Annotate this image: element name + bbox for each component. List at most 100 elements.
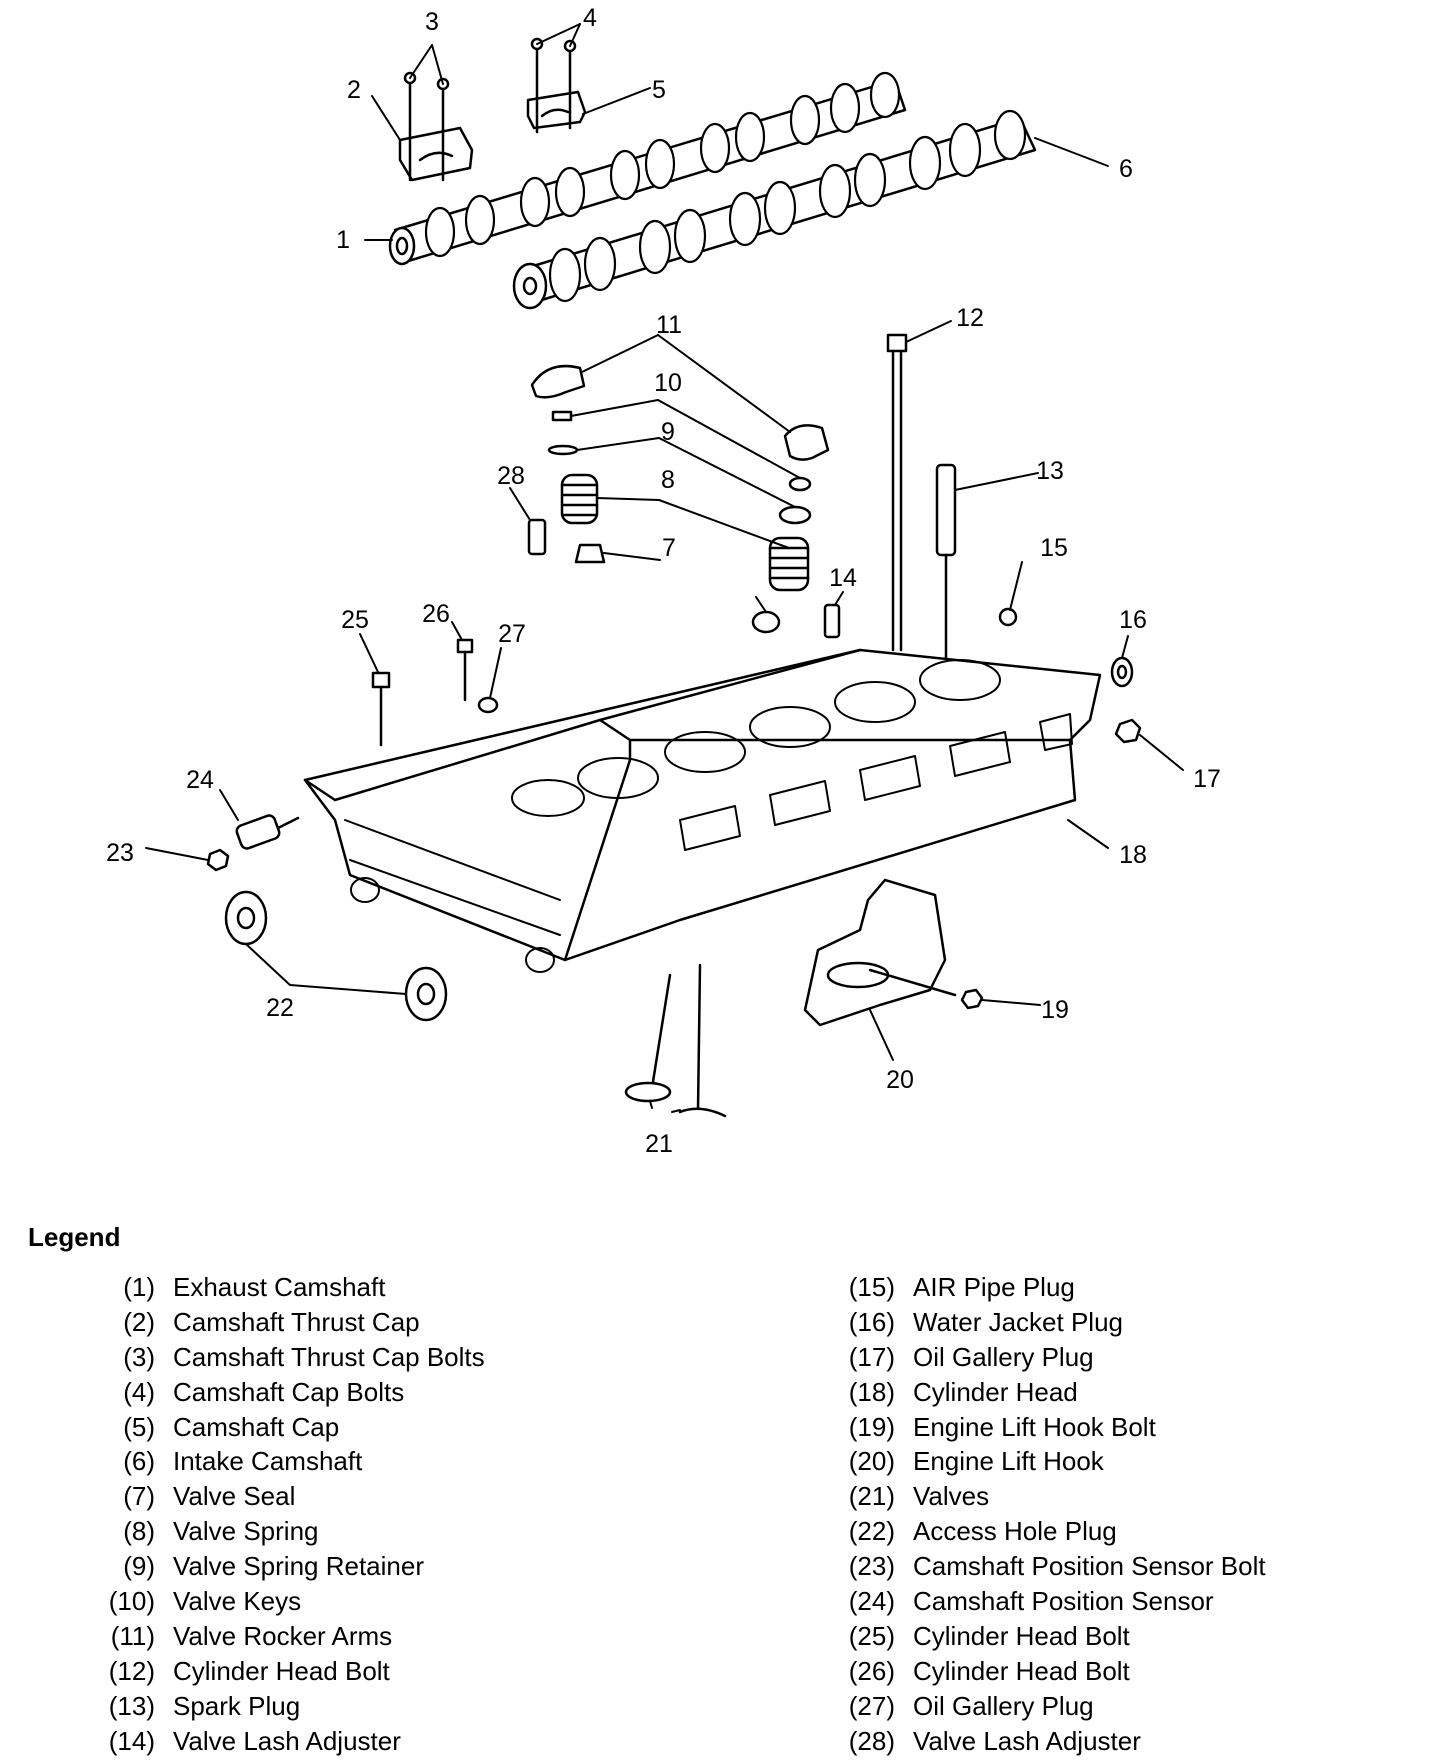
- camshaft-position-sensor: [235, 814, 300, 850]
- legend-number: (12): [108, 1655, 155, 1686]
- legend-number: (10): [108, 1586, 155, 1617]
- legend-item-20: (20) Engine Lift Hook: [800, 1444, 1266, 1479]
- legend-label: Cylinder Head: [913, 1376, 1078, 1407]
- legend-number: (2): [123, 1306, 155, 1337]
- exhaust-camshaft: [388, 71, 907, 266]
- legend-label: AIR Pipe Plug: [913, 1272, 1075, 1302]
- callout-14: 14: [829, 564, 857, 592]
- legend-item-3: (3) Camshaft Thrust Cap Bolts: [60, 1340, 485, 1375]
- callout-25: 25: [341, 606, 369, 634]
- valves: [624, 963, 727, 1118]
- legend-label: Valve Lash Adjuster: [173, 1725, 401, 1756]
- legend-number: (27): [848, 1690, 895, 1721]
- legend-label: Cylinder Head Bolt: [173, 1655, 390, 1686]
- legend-item-5: (5)Camshaft Cap: [60, 1410, 485, 1445]
- valve-springs: [560, 473, 810, 592]
- legend-label: Intake Camshaft: [173, 1446, 363, 1477]
- callout-18: 18: [1119, 841, 1147, 869]
- callout-13: 13: [1036, 457, 1064, 485]
- camshaft-thrust-cap: [398, 126, 474, 182]
- callout-28: 28: [497, 462, 525, 490]
- legend-label: Spark Plug: [173, 1690, 301, 1721]
- legend-number: (20): [848, 1446, 895, 1477]
- legend-number: (11): [110, 1620, 155, 1651]
- legend-label: Valve Lash Adjuster: [913, 1725, 1141, 1756]
- cylinder-head: [303, 648, 1102, 973]
- legend-label: Valve Spring Retainer: [173, 1551, 424, 1582]
- legend-column-left: (1)Exhaust Camshaft (2) Camshaft Thrust C…: [60, 1270, 485, 1758]
- legend-label: Valve Keys: [173, 1586, 302, 1617]
- callout-12: 12: [956, 304, 984, 332]
- legend-number: (1): [123, 1272, 155, 1302]
- callout-22: 22: [266, 994, 294, 1022]
- legend-item-11: (11) Valve Rocker Arms: [60, 1619, 485, 1654]
- legend-number: (3): [123, 1341, 155, 1372]
- legend-item-27: (27) Oil Gallery Plug: [800, 1689, 1266, 1724]
- legend-number: (7): [123, 1481, 155, 1512]
- legend-number: (28): [848, 1725, 895, 1756]
- exploded-view-diagram: 1 2 3 4 5 6 7 8 9 10 11 12 13 14 15 16 1…: [106, 4, 1221, 1158]
- legend-number: (6): [123, 1446, 155, 1477]
- legend-number: (24): [848, 1586, 895, 1617]
- engine-lift-hook-bolt: [868, 968, 984, 1010]
- legend-item-15: (15) AIR Pipe Plug: [800, 1270, 1266, 1305]
- legend-label: Engine Lift Hook: [913, 1446, 1104, 1477]
- callout-leaders: [145, 23, 1184, 1113]
- access-hole-plugs: [224, 890, 448, 1022]
- legend-number: (19): [848, 1411, 895, 1442]
- water-jacket-plug: [1110, 656, 1134, 688]
- valve-seals: [574, 543, 781, 634]
- legend-label: Water Jacket Plug: [913, 1306, 1124, 1337]
- legend-label: Cylinder Head Bolt: [913, 1655, 1130, 1686]
- legend-number: (25): [848, 1620, 895, 1651]
- valve-lash-adjusters: [527, 518, 841, 639]
- legend-item-4: (4)Camshaft Cap Bolts: [60, 1375, 485, 1410]
- left-cylinder-head-bolts: [371, 638, 499, 747]
- legend-number: (8): [123, 1516, 155, 1547]
- callout-16: 16: [1119, 606, 1147, 634]
- legend-label: Camshaft Thrust Cap Bolts: [173, 1341, 485, 1372]
- callout-7: 7: [662, 534, 676, 562]
- legend-label: Camshaft Cap: [173, 1411, 340, 1442]
- valve-rocker-arms: [530, 364, 830, 461]
- legend-number: (14): [108, 1725, 155, 1756]
- intake-camshaft: [512, 109, 1037, 310]
- legend-number: (15): [848, 1272, 895, 1302]
- legend-item-16: (16) Water Jacket Plug: [800, 1305, 1266, 1340]
- legend-title: Legend: [28, 1222, 121, 1252]
- legend-number: (21): [848, 1481, 895, 1512]
- callout-23: 23: [106, 839, 134, 867]
- legend-item-10: (10) Valve Keys: [60, 1584, 485, 1619]
- cylinder-head-bolt-long: [886, 333, 908, 652]
- legend-item-19: (19)Engine Lift Hook Bolt: [800, 1410, 1266, 1445]
- callout-5: 5: [652, 76, 666, 104]
- callout-1: 1: [336, 226, 350, 254]
- legend-column-right: (15)AIR Pipe Plug (16)Water Jacket Plug …: [800, 1270, 1266, 1758]
- legend-item-21: (21)Valves: [800, 1479, 1266, 1514]
- legend-item-8: (8)Valve Spring: [60, 1514, 485, 1549]
- legend-item-28: (28) Valve Lash Adjuster: [800, 1724, 1266, 1759]
- spark-plug: [935, 463, 957, 692]
- oil-gallery-plug: [1114, 718, 1142, 744]
- camshaft-position-sensor-bolt: [206, 848, 230, 872]
- callout-26: 26: [422, 600, 450, 628]
- callout-15: 15: [1040, 534, 1068, 562]
- callout-24: 24: [186, 766, 214, 794]
- legend-label: Valve Rocker Arms: [173, 1620, 393, 1651]
- legend-item-17: (17)Oil Gallery Plug: [800, 1340, 1266, 1375]
- legend-label: Camshaft Position Sensor Bolt: [913, 1551, 1266, 1582]
- callout-19: 19: [1041, 996, 1069, 1024]
- legend-label: Access Hole Plug: [913, 1516, 1117, 1547]
- legend-label: Cylinder Head Bolt: [913, 1620, 1130, 1651]
- legend-item-25: (25) Cylinder Head Bolt: [800, 1619, 1266, 1654]
- legend-item-1: (1)Exhaust Camshaft: [60, 1270, 485, 1305]
- callout-2: 2: [347, 76, 361, 104]
- legend-label: Oil Gallery Plug: [913, 1690, 1094, 1721]
- legend-number: (16): [848, 1306, 895, 1337]
- legend-item-22: (22)Access Hole Plug: [800, 1514, 1266, 1549]
- legend-label: Oil Gallery Plug: [913, 1341, 1094, 1372]
- legend-item-6: (6) Intake Camshaft: [60, 1444, 485, 1479]
- callout-10: 10: [654, 369, 682, 397]
- air-pipe-plug: [998, 607, 1018, 627]
- legend-number: (9): [123, 1551, 155, 1582]
